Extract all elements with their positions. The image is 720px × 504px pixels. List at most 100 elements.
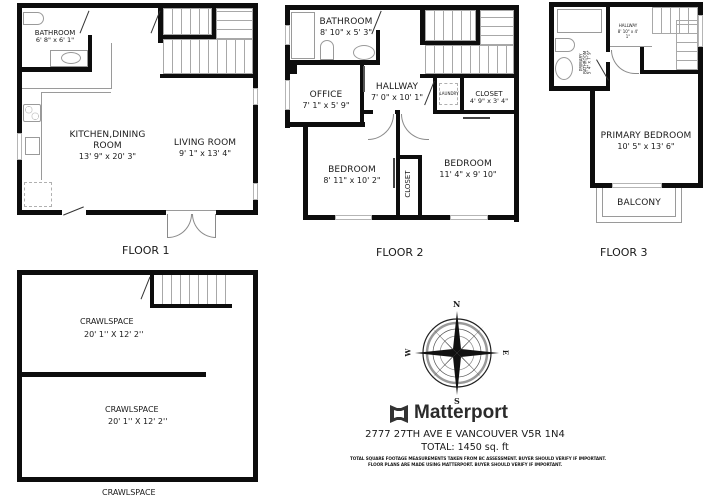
wall	[418, 155, 422, 220]
room-dims-primary-bathroom: 5' 4" x 7' 9"	[586, 50, 592, 75]
counter-outline	[41, 92, 42, 180]
window	[450, 215, 488, 220]
bedroom-door[interactable]	[401, 114, 429, 140]
room-dims-bedroom: 11' 4" x 9' 10"	[439, 170, 497, 179]
wall	[253, 105, 258, 183]
window	[285, 80, 290, 110]
staircase	[425, 45, 514, 74]
room-name-hallway: HALLWAY	[375, 82, 419, 92]
room-dims-living-room: 9' 1" x 13' 4"	[178, 149, 232, 158]
room-name-hallway: HALLWAY	[618, 23, 638, 28]
patio-door[interactable]	[167, 214, 192, 238]
balcony-door[interactable]	[612, 183, 662, 188]
total-area: TOTAL: 1450 sq. ft	[421, 442, 509, 453]
wall	[17, 372, 206, 377]
staircase	[480, 10, 514, 45]
wall	[150, 275, 154, 308]
floor-2-plan: BATHROOM 8' 10" x 5' 3" OFFICE 7' 1" x 5…	[280, 0, 530, 240]
wall	[285, 5, 519, 10]
wall	[285, 5, 290, 25]
wall	[662, 183, 702, 188]
wall	[17, 477, 258, 482]
door[interactable]	[140, 276, 151, 300]
room-dims-crawlspace: 20' 1'' X 12' 2''	[108, 417, 168, 426]
laundry-appliance	[439, 83, 458, 105]
room-dims-bathroom: 8' 10" x 5' 3"	[319, 28, 373, 37]
wall	[150, 304, 232, 308]
closet-slider[interactable]	[463, 117, 490, 119]
staircase	[425, 10, 476, 41]
room-dims-primary-bedroom: 10' 5" x 13' 6"	[617, 142, 675, 151]
wall	[158, 35, 215, 39]
balcony-rail	[602, 188, 603, 216]
wall	[88, 35, 92, 72]
floor-3-plan: PRIMARY BATHROOM 5' 4" x 7' 9" HALLWAY 8…	[540, 0, 720, 230]
balcony-rail	[596, 188, 597, 222]
balcony-rail	[681, 188, 682, 222]
door[interactable]	[363, 66, 365, 92]
room-dims-closet: 4' 9" x 3' 4"	[469, 97, 509, 105]
wall	[590, 183, 612, 188]
wall	[476, 10, 480, 45]
counter-outline	[22, 88, 112, 89]
wall	[420, 41, 480, 45]
window	[285, 25, 290, 45]
room-name-bedroom: BEDROOM	[328, 165, 376, 175]
room-dims-hallway: 7' 0" x 10' 1"	[370, 93, 424, 102]
wall	[363, 110, 373, 114]
sink-icon	[353, 45, 375, 60]
wall	[400, 155, 422, 159]
wall	[253, 3, 258, 88]
compass-north: N	[453, 299, 461, 309]
wall	[285, 110, 290, 128]
room-dims-crawlspace: 20' 1'' X 12' 2''	[84, 330, 144, 339]
wall	[212, 3, 216, 39]
wall	[372, 215, 450, 220]
crawlspace-label: CRAWLSPACE	[102, 488, 156, 497]
appliance-outline	[24, 182, 52, 207]
window	[253, 183, 258, 200]
staircase	[216, 8, 253, 39]
closet-door[interactable]	[393, 158, 395, 188]
room-name-crawlspace: CRAWLSPACE	[80, 317, 134, 326]
door[interactable]	[79, 10, 90, 34]
floor-1-label: FLOOR 1	[122, 244, 170, 257]
compass-east: E	[501, 349, 511, 356]
wall	[17, 210, 62, 215]
floor-3-label: FLOOR 3	[600, 246, 648, 259]
wall	[253, 200, 258, 215]
toilet-icon	[23, 12, 44, 25]
brand-name: Matterport	[414, 402, 508, 423]
wall	[606, 2, 610, 52]
wall	[460, 78, 464, 112]
wall	[420, 10, 425, 45]
patio-door[interactable]	[192, 214, 216, 238]
room-name-laundry: LAUNDRY	[439, 91, 459, 96]
crawlspace-plan: CRAWLSPACE 20' 1'' X 12' 2'' CRAWLSPACE …	[0, 260, 280, 490]
wall	[514, 5, 519, 222]
toilet-icon	[320, 40, 334, 60]
sink-icon	[25, 137, 40, 155]
door[interactable]	[63, 206, 84, 216]
bathtub-icon	[557, 9, 602, 33]
wall	[698, 47, 703, 188]
room-name-primary-bedroom: PRIMARY BEDROOM	[600, 131, 692, 141]
compass-west: W	[403, 348, 413, 357]
bathtub-icon	[291, 12, 315, 59]
floor-2-label: FLOOR 2	[376, 246, 424, 259]
window	[335, 215, 372, 220]
wall	[160, 74, 258, 78]
wall	[549, 2, 702, 7]
window	[17, 133, 22, 160]
wall	[253, 270, 258, 482]
wall	[433, 110, 514, 114]
matterport-logo-icon	[390, 405, 408, 423]
window	[253, 88, 258, 105]
room-dims-kitchen: 13' 9" x 20' 3"	[78, 152, 137, 161]
bedroom-door[interactable]	[611, 50, 639, 74]
wall	[549, 86, 610, 91]
bedroom-door[interactable]	[368, 114, 394, 140]
wall	[376, 30, 380, 65]
staircase	[163, 8, 212, 35]
wall	[17, 160, 22, 215]
